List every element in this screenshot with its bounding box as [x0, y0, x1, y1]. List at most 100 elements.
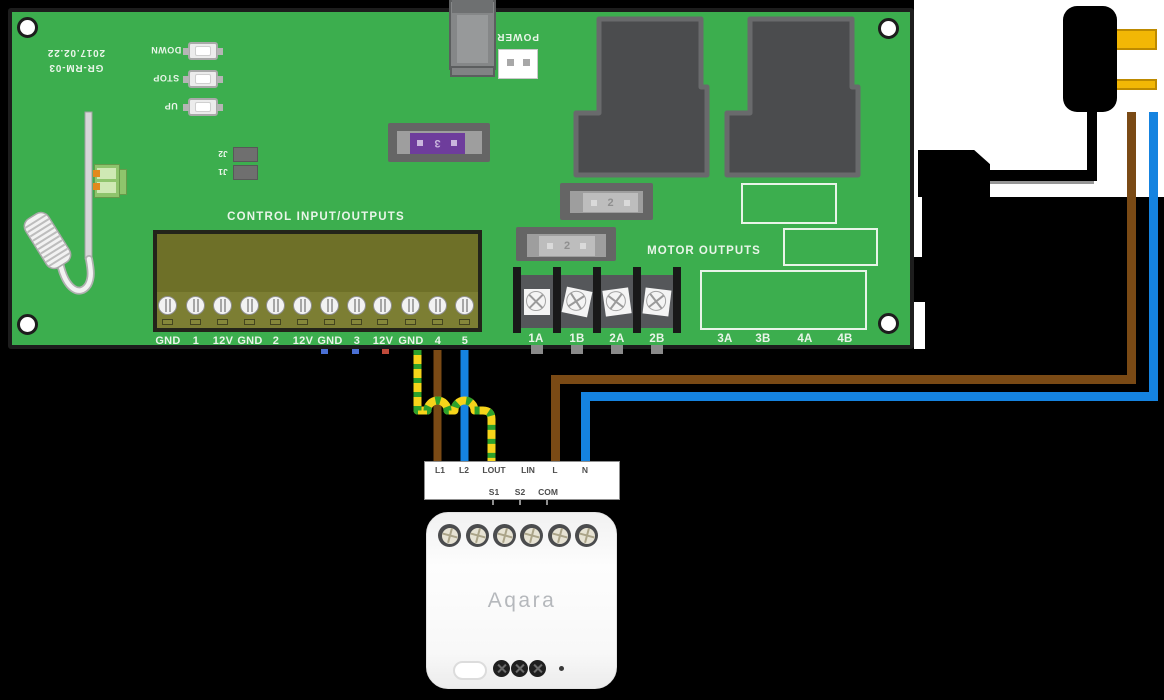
- power-adapter-body: [918, 150, 990, 197]
- board-model: GR-RM-03: [48, 62, 104, 73]
- terminal-slot: [351, 319, 362, 325]
- screw: [293, 296, 312, 315]
- power-connector: [498, 49, 538, 79]
- power-label: POWER: [496, 31, 539, 42]
- dc-jack-cap: [452, 0, 493, 13]
- screw: [428, 296, 447, 315]
- motor-screw: [602, 287, 632, 317]
- module-terminal-strip: [424, 461, 620, 500]
- motor-block-bar: [673, 267, 681, 333]
- motor-terminal-label-spare: 3A: [717, 333, 733, 345]
- button-down-label: DOWN: [150, 45, 182, 55]
- button-stop: [183, 70, 223, 88]
- control-terminal-label: 5: [461, 335, 469, 347]
- screw: [373, 296, 392, 315]
- strip-tick: [546, 499, 548, 505]
- screw: [186, 296, 205, 315]
- plug-prong: [1113, 29, 1157, 50]
- module-screw-terminal: [520, 524, 543, 547]
- board-id: GR-RM-03 2017.02.22: [36, 45, 116, 75]
- aqara-logo: Aqara: [487, 589, 557, 612]
- control-title: CONTROL INPUT/OUTPUTS: [227, 211, 405, 223]
- wire-earth-yellow: [413, 350, 496, 461]
- motor-terminal-label: 2A: [609, 333, 625, 345]
- dc-jack-inner: [457, 15, 488, 63]
- motor-block-bar: [553, 267, 561, 333]
- motor-block-bar: [593, 267, 601, 333]
- background-white-strip: [914, 302, 925, 349]
- control-terminal-label: 2: [272, 335, 280, 347]
- motor-screw: [524, 289, 550, 315]
- fuse-contact: [580, 243, 586, 249]
- motor-terminal-label: 1B: [569, 333, 585, 345]
- motor-block-bar: [633, 267, 641, 333]
- button-up: [183, 98, 223, 116]
- plug-prong: [1113, 79, 1157, 90]
- screw: [401, 296, 420, 315]
- control-terminal-label: 12V: [372, 335, 394, 347]
- jumper-j2-label: J2: [218, 149, 228, 159]
- jumper-j1: [233, 165, 258, 180]
- power-connector-pin: [523, 59, 530, 66]
- control-terminal-label: GND: [155, 335, 181, 347]
- module-button: [453, 661, 487, 680]
- strip-label-s1: S1: [488, 487, 500, 497]
- jumper-j2: [233, 147, 258, 162]
- power-cable: [1087, 112, 1097, 181]
- power-connector-pin: [507, 59, 514, 66]
- motor-terminal-label-spare: 4B: [837, 333, 853, 345]
- control-terminal-row: [157, 292, 478, 328]
- power-cable: [990, 170, 1097, 181]
- board-date: 2017.02.22: [46, 47, 106, 58]
- fuse-contact: [547, 243, 553, 249]
- fuse-contact: [451, 140, 457, 146]
- module-led-dot: [559, 666, 564, 671]
- mounting-hole: [878, 313, 899, 334]
- module-bottom-screw: [511, 660, 528, 677]
- fuse-contact: [591, 200, 597, 206]
- screw: [240, 296, 259, 315]
- strip-label-s2: S2: [514, 487, 526, 497]
- strip-tick: [492, 499, 494, 505]
- control-terminal-label: 4: [434, 335, 442, 347]
- terminal-slot: [270, 319, 281, 325]
- module-screw-terminal: [466, 524, 489, 547]
- mounting-hole: [17, 314, 38, 335]
- screw: [347, 296, 366, 315]
- motor-screw: [642, 287, 672, 317]
- terminal-slot: [405, 319, 416, 325]
- fuse-main-label: 3: [434, 137, 441, 150]
- motor-block-bar: [513, 267, 521, 333]
- fuse-contact: [624, 200, 630, 206]
- strip-label-l1: L1: [435, 465, 445, 475]
- motor-title: MOTOR OUTPUTS: [647, 245, 761, 257]
- motor-pin: [651, 345, 663, 354]
- background-white-strip: [914, 197, 922, 257]
- control-terminal-label: GND: [398, 335, 424, 347]
- screw: [266, 296, 285, 315]
- mounting-hole: [17, 17, 38, 38]
- jumper-j1-label: J1: [218, 167, 228, 177]
- antenna-connector-tab: [119, 169, 127, 195]
- module-screw-terminal: [493, 524, 516, 547]
- control-terminal-label: 3: [353, 335, 361, 347]
- screw: [213, 296, 232, 315]
- motor-pin: [531, 345, 543, 354]
- motor-terminal-label: 2B: [649, 333, 665, 345]
- control-terminal-label: 1: [192, 335, 200, 347]
- module-screw-terminal: [548, 524, 571, 547]
- motor-terminal-label-spare: 4A: [797, 333, 813, 345]
- antenna-connector-slot: [97, 182, 116, 193]
- terminal-slot: [432, 319, 443, 325]
- strip-label-lout: LOUT: [482, 465, 506, 475]
- screw: [455, 296, 474, 315]
- module-screw-terminal: [438, 524, 461, 547]
- solder-stub: [321, 349, 328, 354]
- motor-screw: [561, 286, 593, 318]
- module-bottom-screw: [493, 660, 510, 677]
- dc-jack-lip: [450, 66, 495, 77]
- terminal-slot: [217, 319, 228, 325]
- strip-label-l2: L2: [459, 465, 469, 475]
- terminal-slot: [324, 319, 335, 325]
